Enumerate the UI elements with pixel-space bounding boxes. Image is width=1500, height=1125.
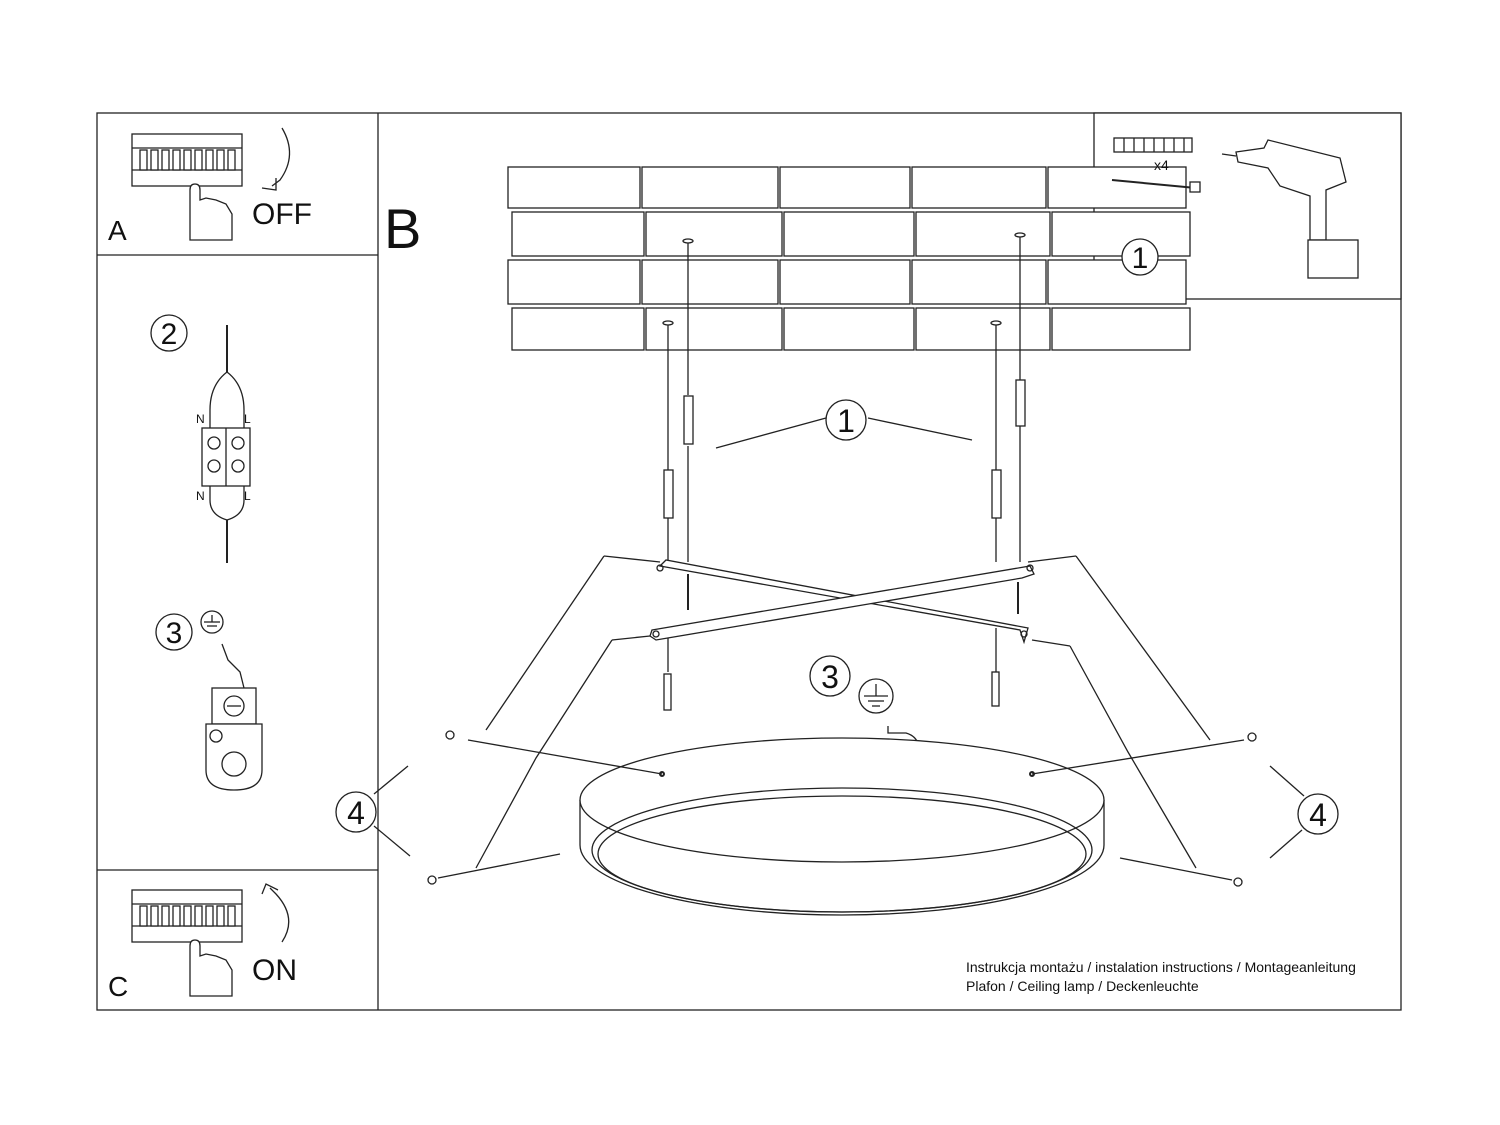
step-1-number-main: 1 [837,403,855,439]
live-label-bottom: L [244,489,251,503]
step-2-number: 2 [161,318,178,351]
ceiling-tile [1047,166,1187,209]
ceiling-tile [915,211,1051,257]
ceiling-tile [641,166,779,209]
wall-plugs [663,379,1026,519]
side-screws [427,730,1257,887]
wall-plug-icon [1113,137,1193,153]
ceiling-tile [911,166,1047,209]
tools-box: x4 1 [1111,137,1359,279]
ceiling-tile [1051,307,1191,351]
screw-icon [445,730,455,740]
panel-a-letter: A [108,215,127,246]
bracket-screws [663,671,1000,711]
ground-terminal-icon [205,687,263,791]
caption-line-1: Instrukcja montażu / instalation instruc… [966,959,1356,975]
ceiling-tile [911,259,1047,305]
screw-icon [663,673,672,711]
ceiling-tile [915,307,1051,351]
caption-line-2: Plafon / Ceiling lamp / Deckenleuchte [966,978,1199,994]
step-1-callout: 1 [715,399,973,449]
panel-b-letter: B [384,197,421,260]
screw-icon [991,671,1000,707]
ground-symbol-icon [858,678,894,714]
screw-icon [427,875,437,885]
ceiling-lamp-icon [579,737,1105,916]
panel-c: C ON [108,883,297,1002]
ceiling-tile [783,211,915,257]
step-3-number-left: 3 [166,617,183,650]
step-3-number-main: 3 [821,659,839,695]
ceiling-tile [507,259,641,305]
wall-plug-icon [1015,379,1026,427]
wall-plug-icon [663,469,674,519]
wiring-step: 2 N L N L [150,314,251,563]
wall-plug-icon [991,469,1002,519]
hand-icon [189,939,233,997]
screw-icon [1233,877,1243,887]
breaker-panel-icon [131,133,243,187]
on-label: ON [252,954,297,987]
ground-symbol-icon [200,610,224,634]
terminal-block-icon: N L N L [196,325,251,563]
live-label-top: L [244,412,251,426]
neutral-label-top: N [196,412,205,426]
step-4-number-left: 4 [347,795,365,831]
curved-arrow-icon [261,127,291,191]
ceiling-tile [511,307,645,351]
ceiling-tile [645,307,783,351]
step-4-callout-left: 4 [335,765,411,857]
panel-a: A OFF [108,127,312,246]
ceiling-tile [511,211,645,257]
anchor-count: x4 [1154,157,1169,173]
mounting-bracket-icon [649,559,1035,645]
step-4-callout-right: 4 [1269,765,1339,859]
hand-icon [189,183,233,241]
wall-plug-icon [683,395,694,445]
step-4-number-right: 4 [1309,797,1327,833]
curved-arrow-icon [261,883,290,943]
step-1-number-tools: 1 [1132,242,1149,275]
breaker-panel-icon [131,889,243,943]
ceiling-tile [1051,211,1191,257]
ceiling-tiles [507,166,1191,351]
ceiling-tile [507,166,641,209]
ceiling-tile [783,307,915,351]
drill-icon [1221,139,1359,279]
ceiling-tile [645,211,783,257]
ceiling-tile [1047,259,1187,305]
neutral-label-bottom: N [196,489,205,503]
perspective-lines [475,555,1211,869]
off-label: OFF [252,198,312,231]
ceiling-tile [779,259,911,305]
ground-callout: 3 [809,655,919,745]
screw-icon [1247,732,1257,742]
ceiling-tile [779,166,911,209]
screw-icon [1111,179,1201,193]
panel-c-letter: C [108,971,128,1002]
ground-step: 3 [155,610,263,791]
ceiling-tile [641,259,779,305]
